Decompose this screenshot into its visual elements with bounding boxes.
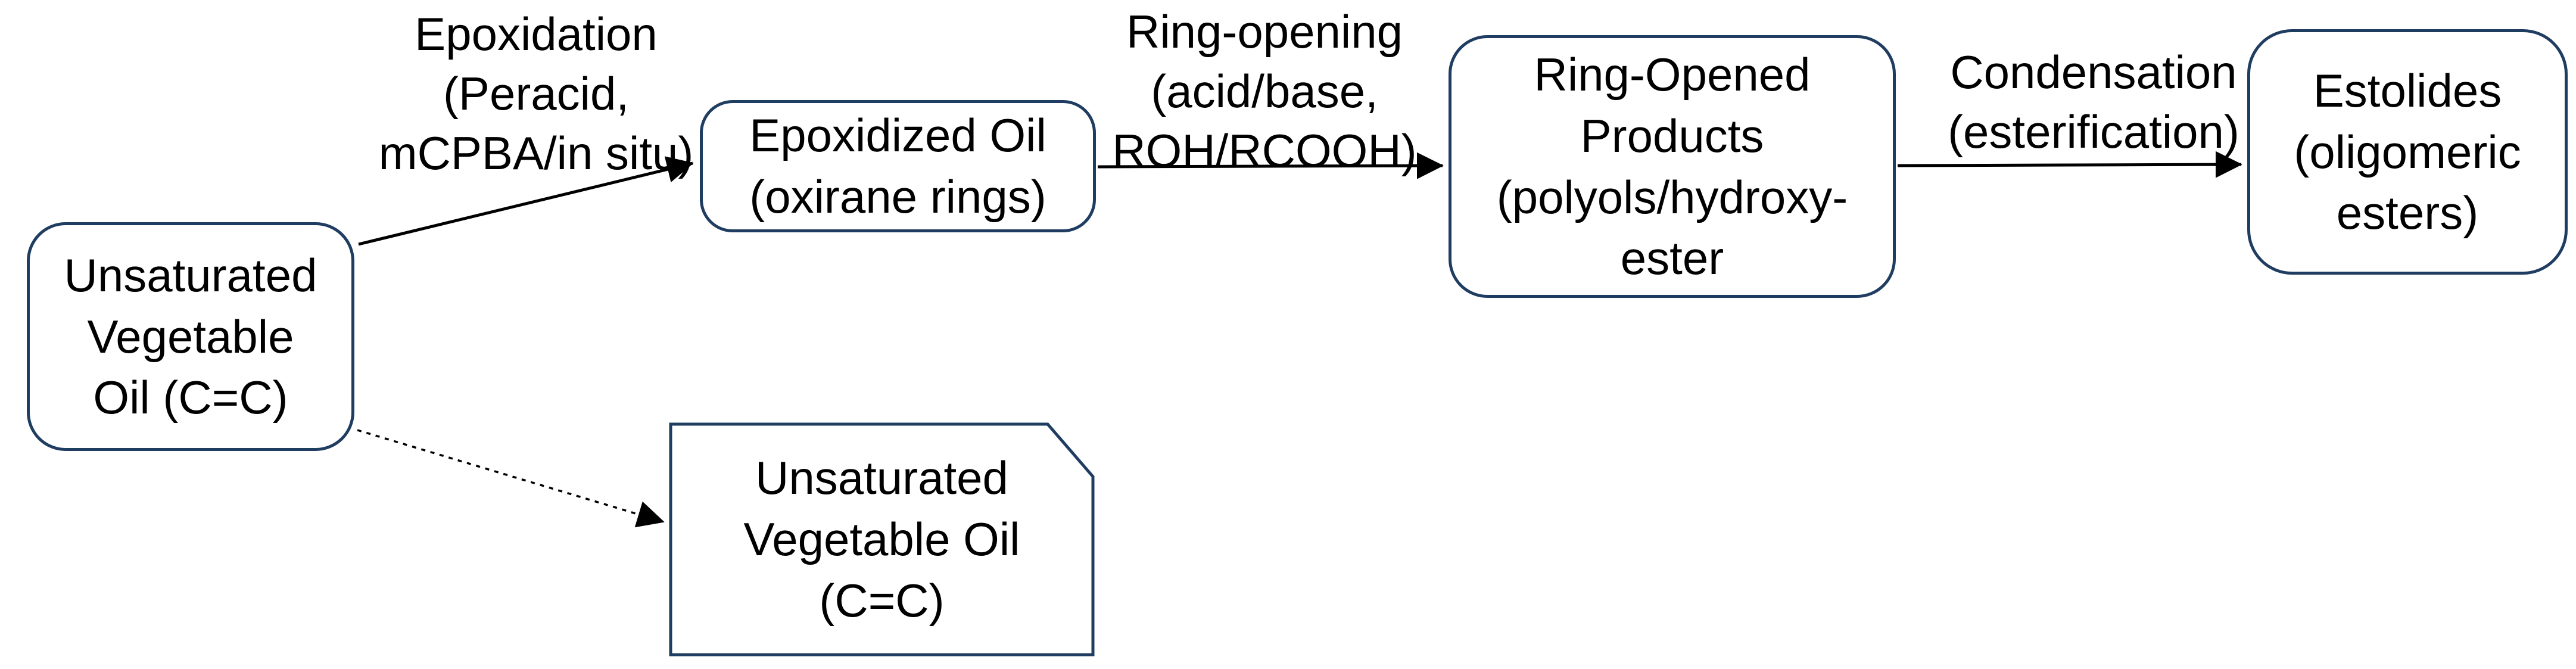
node-epoxidized-oil-label: Epoxidized Oil (oxirane rings) — [749, 109, 1046, 223]
node-epoxidized-oil: Epoxidized Oil (oxirane rings) — [700, 100, 1096, 232]
node-unsaturated-vegetable-oil-copy-outline — [669, 422, 1095, 656]
node-unsaturated-vegetable-oil-copy-label: Unsaturated Vegetable Oil (C=C) — [743, 452, 1020, 627]
node-estolides-label: Estolides (oligomeric esters) — [2294, 64, 2521, 239]
condensation-arrow — [1897, 151, 2242, 178]
ring-opening-arrow — [1097, 152, 1444, 179]
node-unsaturated-vegetable-oil-copy: Unsaturated Vegetable Oil (C=C) — [671, 424, 1093, 655]
epoxidation-arrow-label: Epoxidation (Peracid, mCPBA/in situ) — [378, 8, 694, 179]
node-unsaturated-vegetable-oil-label: Unsaturated Vegetable Oil (C=C) — [64, 248, 317, 424]
node-ring-opened-products-label: Ring-Opened Products (polyols/hydroxy- e… — [1496, 48, 1848, 285]
node-unsaturated-vegetable-oil: Unsaturated Vegetable Oil (C=C) — [27, 222, 354, 451]
node-estolides: Estolides (oligomeric esters) — [2247, 29, 2568, 275]
condensation-arrow-label: Condensation (esterification) — [1948, 46, 2239, 158]
node-ring-opened-products: Ring-Opened Products (polyols/hydroxy- e… — [1449, 35, 1896, 298]
epoxidation-arrow — [358, 156, 694, 246]
ring-opening-arrow-label: Ring-opening (acid/base, ROH/RCOOH) — [1112, 5, 1417, 177]
dotted-arrow — [357, 429, 665, 528]
